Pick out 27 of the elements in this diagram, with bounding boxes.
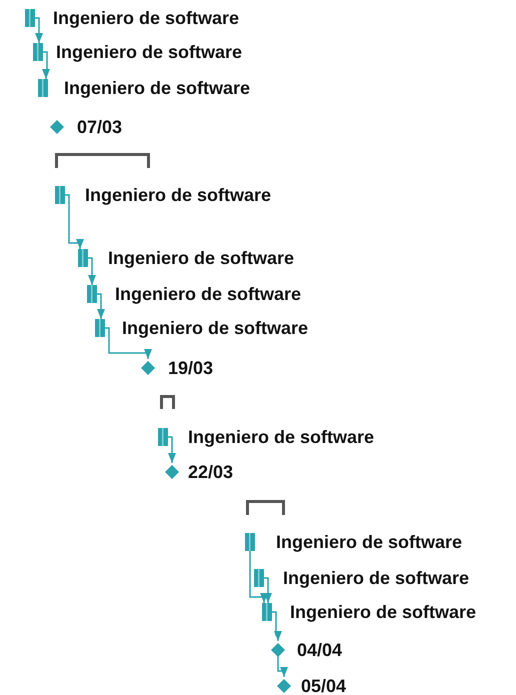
dependency-arrow (277, 655, 288, 677)
dependency-arrow (65, 194, 84, 249)
dependency-arrow (168, 436, 176, 463)
task-label: Ingeniero de software (53, 8, 240, 28)
task-label: Ingeniero de software (64, 78, 250, 98)
dependency-arrow (97, 293, 105, 319)
dependency-arrow (272, 611, 282, 641)
task-label: Ingeniero de software (85, 185, 272, 205)
task-label: 19/03 (168, 358, 214, 378)
task-label: Ingeniero de software (122, 318, 308, 338)
task-label: 22/03 (188, 462, 234, 482)
task-label: Ingeniero de software (115, 284, 302, 304)
dependency-arrow (35, 17, 43, 43)
dependency-arrow (88, 257, 96, 285)
task-label: Ingeniero de software (290, 602, 476, 622)
task-label: Ingeniero de software (276, 532, 462, 552)
task-label: 04/04 (297, 640, 342, 660)
task-label: Ingeniero de software (56, 42, 242, 62)
task-label: Ingeniero de software (188, 427, 374, 447)
task-label: Ingeniero de software (108, 248, 294, 268)
dependency-arrow (42, 51, 50, 79)
dependency-arrow (105, 327, 152, 359)
task-label: 07/03 (77, 117, 122, 137)
dependency-arrow (249, 551, 268, 603)
task-label: 05/04 (301, 676, 346, 695)
task-label: Ingeniero de software (283, 568, 470, 588)
dependency-arrow (264, 577, 272, 603)
